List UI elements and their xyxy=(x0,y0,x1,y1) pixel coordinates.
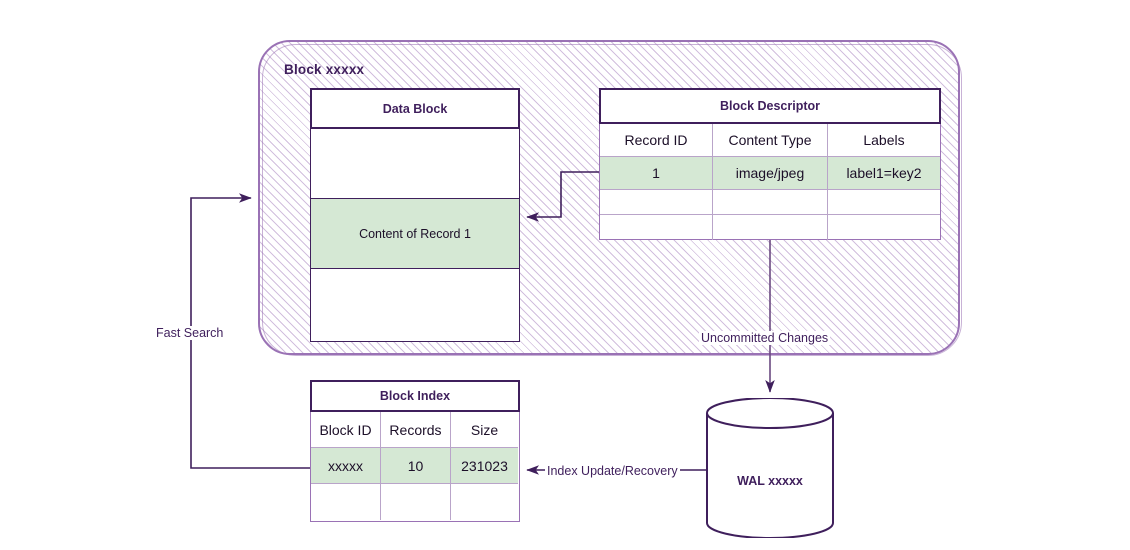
cell-record-id xyxy=(600,190,713,215)
cell-block-id xyxy=(311,484,381,520)
edge-label-uncommitted-changes: Uncommitted Changes xyxy=(699,331,831,345)
cell-records xyxy=(381,484,451,520)
data-block-slot[interactable] xyxy=(311,129,519,199)
block-descriptor-panel: Block Descriptor Record ID Content Type … xyxy=(599,88,941,240)
cell-size: 231023 xyxy=(451,448,518,484)
block-index-title: Block Index xyxy=(310,380,520,412)
wal-cylinder-icon xyxy=(706,398,834,538)
column-header-record-id: Record ID xyxy=(600,124,713,157)
data-block-slot[interactable] xyxy=(311,269,519,340)
data-block-body: Content of Record 1 xyxy=(310,129,520,342)
cell-labels xyxy=(828,215,940,240)
cell-records: 10 xyxy=(381,448,451,484)
column-header-labels: Labels xyxy=(828,124,940,157)
table-header-row: Block ID Records Size xyxy=(311,412,519,448)
data-block-slot-record-1[interactable]: Content of Record 1 xyxy=(311,199,519,269)
block-index-panel: Block Index Block ID Records Size xxxxx … xyxy=(310,380,520,522)
data-block-title: Data Block xyxy=(310,88,520,129)
cell-content-type xyxy=(713,215,828,240)
table-row[interactable] xyxy=(600,215,940,240)
data-block-panel: Data Block Content of Record 1 xyxy=(310,88,520,342)
block-descriptor-body: Record ID Content Type Labels 1 image/jp… xyxy=(599,124,941,240)
table-row[interactable] xyxy=(311,484,519,520)
table-header-row: Record ID Content Type Labels xyxy=(600,124,940,157)
cell-block-id: xxxxx xyxy=(311,448,381,484)
cell-record-id: 1 xyxy=(600,157,713,190)
table-row[interactable]: 1 image/jpeg label1=key2 xyxy=(600,157,940,190)
cell-labels xyxy=(828,190,940,215)
column-header-content-type: Content Type xyxy=(713,124,828,157)
cell-size xyxy=(451,484,518,520)
table-row[interactable]: xxxxx 10 231023 xyxy=(311,448,519,484)
column-header-size: Size xyxy=(451,412,518,448)
block-index-body: Block ID Records Size xxxxx 10 231023 xyxy=(310,412,520,522)
cell-labels: label1=key2 xyxy=(828,157,940,190)
block-container-title: Block xxxxx xyxy=(284,62,365,77)
edge-label-index-update-recovery: Index Update/Recovery xyxy=(545,464,680,478)
edge-label-fast-search: Fast Search xyxy=(154,326,226,340)
cell-record-id xyxy=(600,215,713,240)
block-descriptor-title: Block Descriptor xyxy=(599,88,941,124)
column-header-records: Records xyxy=(381,412,451,448)
wal-label: WAL xxxxx xyxy=(737,474,803,488)
cell-content-type: image/jpeg xyxy=(713,157,828,190)
column-header-block-id: Block ID xyxy=(311,412,381,448)
cell-content-type xyxy=(713,190,828,215)
table-row[interactable] xyxy=(600,190,940,215)
